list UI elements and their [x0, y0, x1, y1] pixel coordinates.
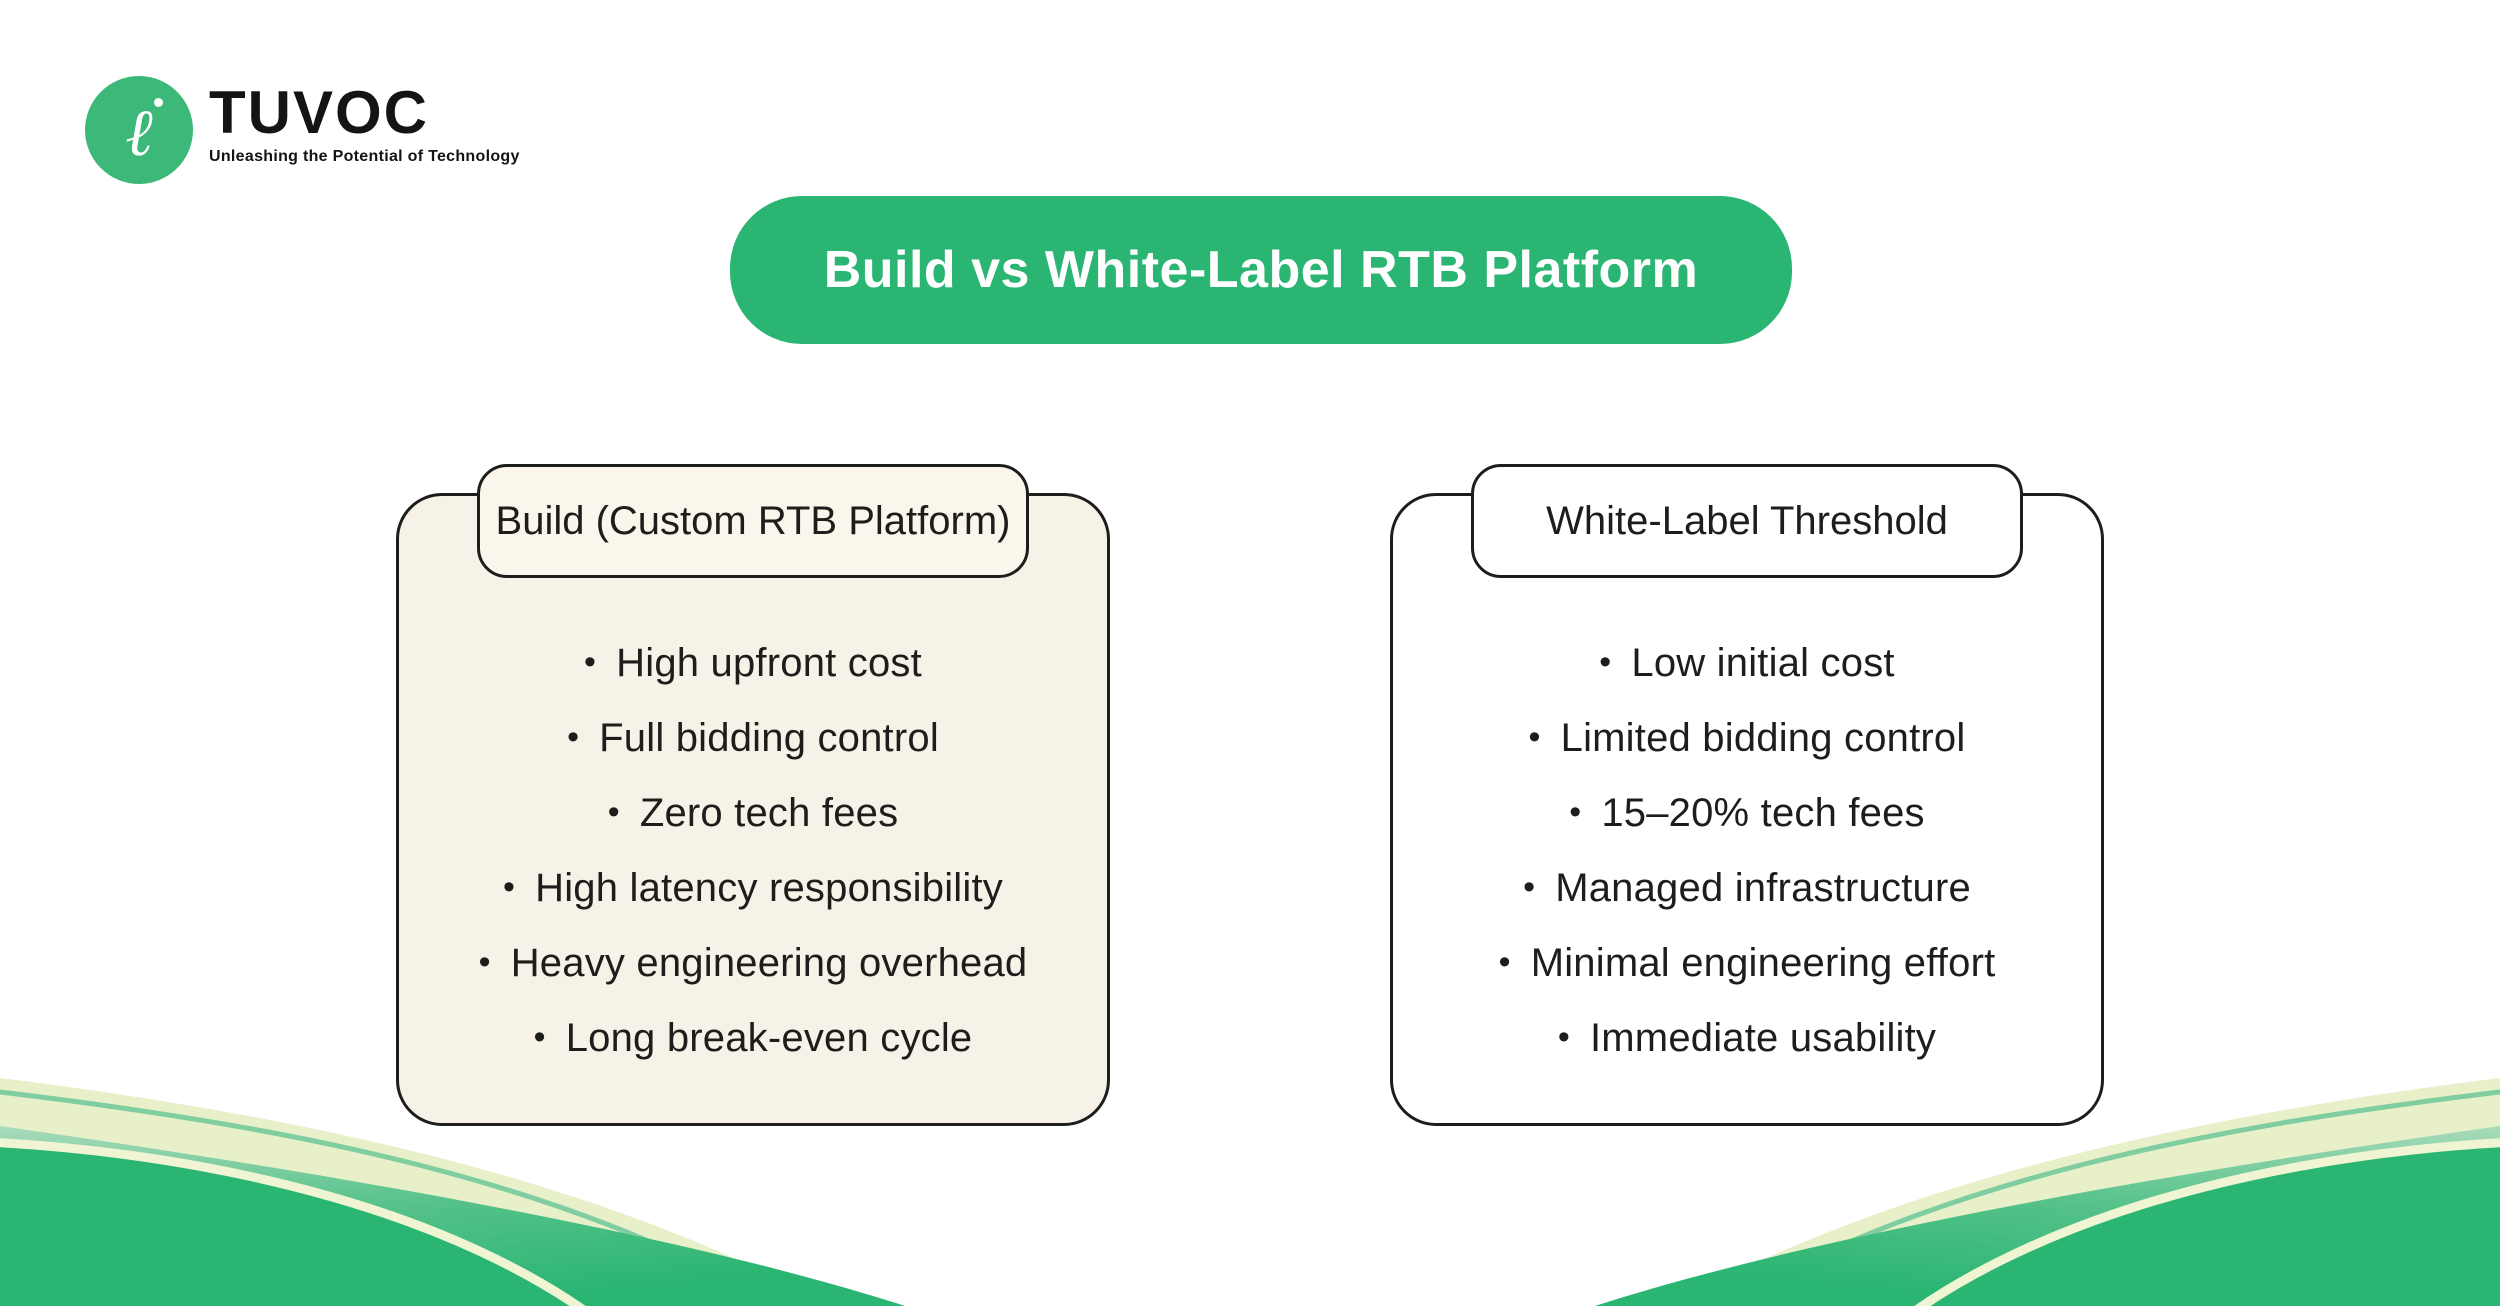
list-item: 15–20% tech fees: [1393, 777, 2101, 852]
list-item: Zero tech fees: [399, 777, 1107, 852]
list-item: Heavy engineering overhead: [399, 927, 1107, 1002]
brand-text-block: TUVOC Unleashing the Potential of Techno…: [209, 76, 520, 166]
card-build-list: High upfront cost Full bidding control Z…: [399, 627, 1107, 1077]
logo-monogram: ℓ: [125, 94, 153, 171]
list-item: Managed infrastructure: [1393, 852, 2101, 927]
card-white-label-header: White-Label Threshold: [1471, 464, 2023, 578]
logo-monogram-dot-icon: [154, 98, 163, 107]
brand-name: TUVOC: [209, 79, 429, 146]
list-item: Long break-even cycle: [399, 1002, 1107, 1077]
card-white-label: White-Label Threshold Low initial cost L…: [1390, 464, 2104, 1126]
logo-circle-icon: ℓ: [85, 76, 193, 184]
card-white-label-list: Low initial cost Limited bidding control…: [1393, 627, 2101, 1077]
brand-tagline: Unleashing the Potential of Technology: [209, 148, 520, 165]
title-banner: Build vs White-Label RTB Platform: [730, 196, 1792, 344]
list-item: Limited bidding control: [1393, 702, 2101, 777]
list-item: High upfront cost: [399, 627, 1107, 702]
list-item: Minimal engineering effort: [1393, 927, 2101, 1002]
card-build: Build (Custom RTB Platform) High upfront…: [396, 464, 1110, 1126]
list-item: Full bidding control: [399, 702, 1107, 777]
list-item: High latency responsibility: [399, 852, 1107, 927]
card-build-header: Build (Custom RTB Platform): [477, 464, 1029, 578]
brand-logo: ℓ TUVOC Unleashing the Potential of Tech…: [85, 76, 520, 184]
page-title: Build vs White-Label RTB Platform: [823, 241, 1699, 299]
list-item: Immediate usability: [1393, 1002, 2101, 1077]
list-item: Low initial cost: [1393, 627, 2101, 702]
